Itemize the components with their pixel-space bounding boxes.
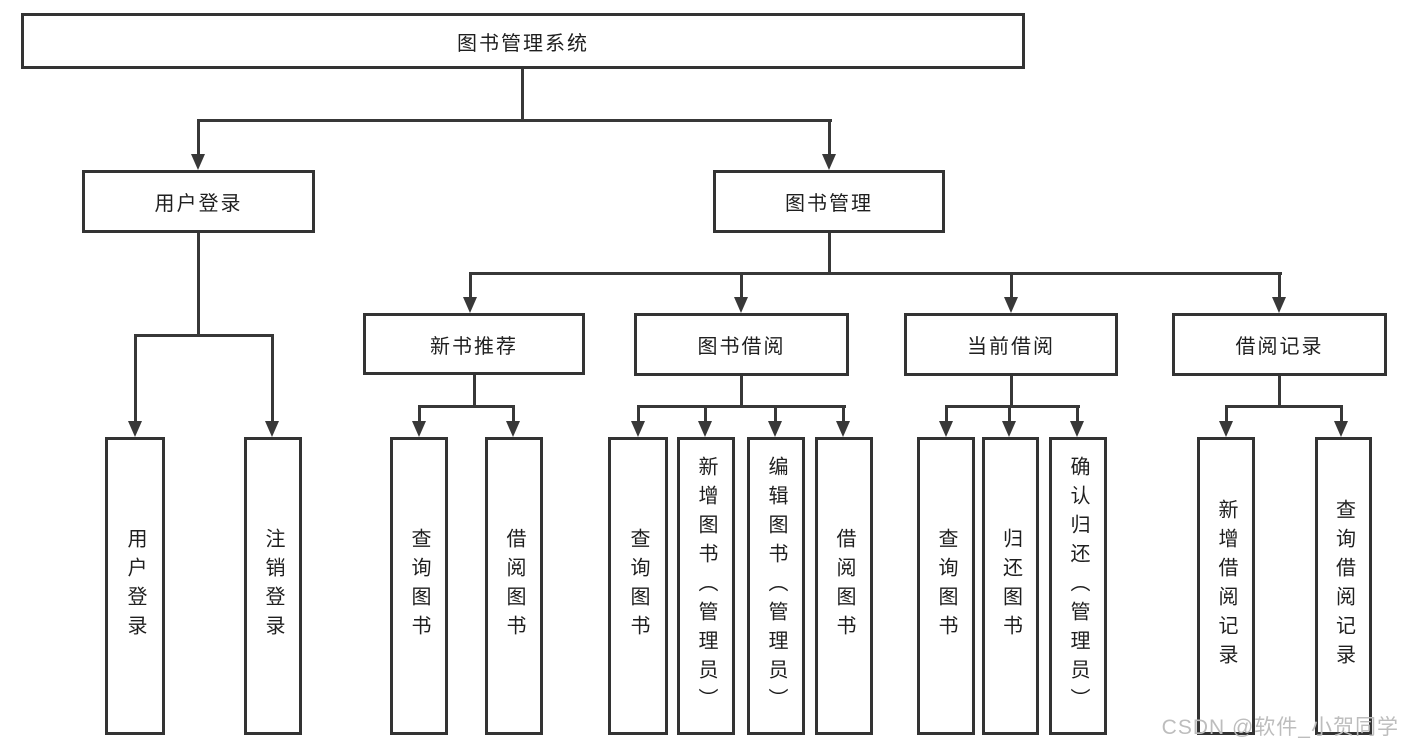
- connector-line: [469, 272, 1282, 275]
- connector-line: [1278, 272, 1281, 300]
- arrow-down-icon: [191, 154, 205, 170]
- connector-line: [704, 405, 707, 425]
- connector-line: [469, 272, 472, 300]
- leaf-query-books-current: 查询图书: [917, 437, 975, 735]
- node-label: 用户登录: [154, 193, 243, 215]
- node-label: 查询图书: [627, 528, 649, 644]
- leaf-confirm-return-admin: 确认归还（管理员）: [1049, 437, 1107, 735]
- arrow-down-icon: [506, 421, 520, 437]
- node-label: 借阅图书: [503, 528, 525, 644]
- node-library-system: 图书管理系统: [21, 13, 1025, 69]
- arrow-down-icon: [822, 154, 836, 170]
- node-label: 当前借阅: [967, 336, 1055, 358]
- leaf-add-books-admin: 新增图书（管理员）: [677, 437, 735, 735]
- node-label: 确认归还（管理员）: [1067, 455, 1089, 717]
- leaf-return-books: 归还图书: [982, 437, 1039, 735]
- leaf-edit-books-admin: 编辑图书（管理员）: [747, 437, 805, 735]
- leaf-borrow-books: 借阅图书: [815, 437, 873, 735]
- node-new-book-recommendation: 新书推荐: [363, 313, 585, 375]
- connector-line: [418, 405, 515, 408]
- arrow-down-icon: [836, 421, 850, 437]
- node-label: 编辑图书（管理员）: [765, 455, 787, 717]
- arrow-down-icon: [1002, 421, 1016, 437]
- arrow-down-icon: [412, 421, 426, 437]
- node-label: 用户登录: [124, 528, 146, 644]
- connector-line: [512, 405, 515, 425]
- leaf-add-borrow-record: 新增借阅记录: [1197, 437, 1255, 735]
- connector-line: [637, 405, 640, 425]
- node-label: 图书管理: [785, 193, 873, 215]
- connector-line: [740, 272, 743, 300]
- leaf-query-books-borrow: 查询图书: [608, 437, 668, 735]
- arrow-down-icon: [734, 297, 748, 313]
- leaf-query-borrow-record: 查询借阅记录: [1315, 437, 1372, 735]
- node-book-management: 图书管理: [713, 170, 945, 233]
- arrow-down-icon: [1272, 297, 1286, 313]
- arrow-down-icon: [631, 421, 645, 437]
- connector-line: [418, 405, 421, 425]
- node-label: 图书管理系统: [457, 32, 589, 55]
- arrow-down-icon: [768, 421, 782, 437]
- connector-line: [134, 334, 137, 424]
- connector-line: [1278, 375, 1281, 408]
- connector-line: [1225, 405, 1343, 408]
- connector-line: [197, 119, 200, 159]
- connector-line: [473, 373, 476, 408]
- arrow-down-icon: [1334, 421, 1348, 437]
- node-label: 借阅记录: [1235, 336, 1324, 358]
- node-borrowing-records: 借阅记录: [1172, 313, 1387, 376]
- watermark-text: CSDN @软件_小贺同学: [1161, 716, 1399, 739]
- arrow-down-icon: [1004, 297, 1018, 313]
- connector-line: [740, 375, 743, 408]
- leaf-borrow-books-recommend: 借阅图书: [485, 437, 543, 735]
- connector-line: [828, 119, 831, 159]
- connector-line: [521, 69, 524, 122]
- connector-line: [828, 231, 831, 275]
- node-label: 图书借阅: [697, 336, 786, 358]
- arrow-down-icon: [128, 421, 142, 437]
- connector-line: [945, 405, 948, 425]
- node-label: 新增借阅记录: [1215, 499, 1237, 673]
- connector-line: [1010, 375, 1013, 408]
- connector-line: [1225, 405, 1228, 425]
- node-label: 注销登录: [262, 528, 284, 644]
- node-label: 查询图书: [935, 528, 957, 644]
- connector-line: [271, 334, 274, 424]
- leaf-query-books-recommend: 查询图书: [390, 437, 448, 735]
- arrow-down-icon: [698, 421, 712, 437]
- node-label: 借阅图书: [833, 528, 855, 644]
- arrow-down-icon: [1070, 421, 1084, 437]
- connector-line: [197, 231, 200, 336]
- arrow-down-icon: [265, 421, 279, 437]
- connector-line: [1010, 272, 1013, 300]
- node-label: 新增图书（管理员）: [695, 455, 717, 717]
- arrow-down-icon: [939, 421, 953, 437]
- leaf-logout: 注销登录: [244, 437, 302, 735]
- connector-line: [197, 119, 832, 122]
- leaf-user-login: 用户登录: [105, 437, 165, 735]
- connector-line: [134, 334, 274, 337]
- node-user-login: 用户登录: [82, 170, 315, 233]
- node-label: 新书推荐: [430, 335, 518, 358]
- connector-line: [1340, 405, 1343, 425]
- connector-line: [774, 405, 777, 425]
- connector-line: [1008, 405, 1011, 425]
- node-current-borrowing: 当前借阅: [904, 313, 1118, 376]
- connector-line: [1076, 405, 1079, 425]
- node-label: 查询图书: [408, 528, 430, 644]
- arrow-down-icon: [1219, 421, 1233, 437]
- connector-line: [945, 405, 1080, 408]
- node-book-borrowing: 图书借阅: [634, 313, 849, 376]
- node-label: 查询借阅记录: [1332, 499, 1355, 673]
- connector-line: [637, 405, 846, 408]
- connector-line: [842, 405, 845, 425]
- node-label: 归还图书: [999, 528, 1022, 644]
- arrow-down-icon: [463, 297, 477, 313]
